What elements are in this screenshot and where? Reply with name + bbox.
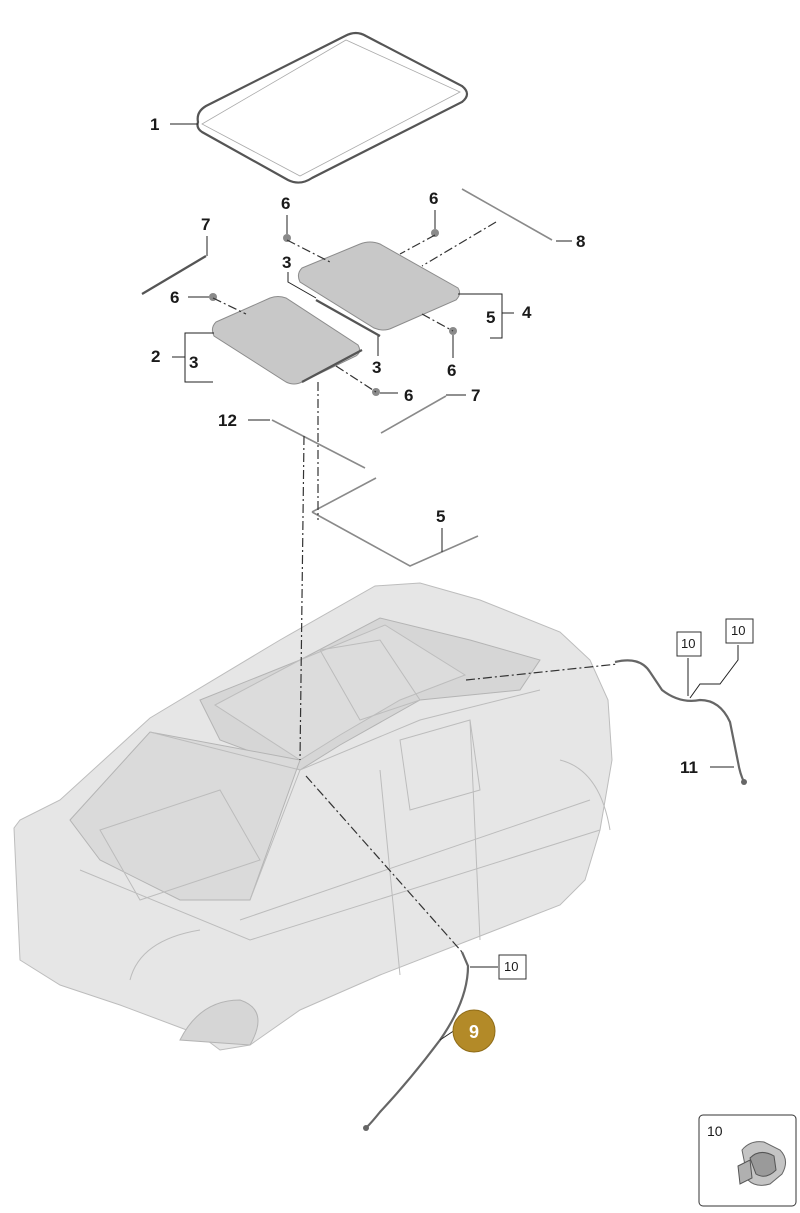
part-4-rear-glass-panel — [297, 241, 461, 331]
callout-11: 11 — [680, 758, 698, 777]
car-body-illustration — [13, 582, 613, 1051]
part-12-strip — [271, 419, 366, 469]
callout-3: 3 — [282, 253, 291, 272]
assembly-lines — [212, 221, 619, 953]
callout-7: 7 — [201, 215, 210, 234]
callout-12: 12 — [218, 411, 237, 430]
part-7-strip-right — [380, 395, 447, 434]
part-3-edge-strip-front — [301, 349, 363, 383]
callout-8: 8 — [576, 232, 585, 251]
part-5-frame-upper — [311, 477, 377, 513]
callout-6: 6 — [447, 361, 456, 380]
callout-6: 6 — [170, 288, 179, 307]
part-2-front-glass-panel — [211, 296, 361, 385]
part-3-edge-strip-rear — [315, 299, 381, 337]
callout-3: 3 — [372, 358, 381, 377]
part-9-drain-hose — [365, 951, 470, 1129]
callout-1: 1 — [150, 115, 159, 134]
clip-box-10-c: 10 — [498, 954, 527, 980]
callout-6: 6 — [404, 386, 413, 405]
callout-7: 7 — [471, 386, 480, 405]
callout-labels: 1 6 6 7 8 3 6 5 4 2 3 3 6 6 7 12 5 11 — [150, 115, 698, 777]
clip-legend-box: 10 — [698, 1114, 797, 1207]
callout-5: 5 — [486, 308, 495, 327]
callout-3: 3 — [189, 353, 198, 372]
clip-icon — [737, 1141, 786, 1186]
part-1-roof-seal — [196, 31, 469, 184]
callout-6: 6 — [429, 189, 438, 208]
callout-2: 2 — [151, 347, 160, 366]
part-5-frame — [311, 511, 479, 567]
callout-4: 4 — [522, 303, 532, 322]
leader-lines — [170, 123, 739, 1041]
svg-text:10: 10 — [731, 623, 745, 638]
svg-text:10: 10 — [681, 636, 695, 651]
part-7-strip-left — [141, 255, 207, 295]
clip-box-10-a: 10 — [676, 631, 702, 657]
part-8-strip — [461, 188, 553, 241]
highlighted-part-9: 9 — [452, 1009, 496, 1053]
part-6-screws — [209, 229, 457, 396]
svg-text:9: 9 — [469, 1022, 479, 1042]
callout-6: 6 — [281, 194, 290, 213]
svg-text:10: 10 — [504, 959, 518, 974]
svg-text:10: 10 — [707, 1123, 723, 1139]
part-11-drain-hose — [614, 659, 745, 783]
clip-box-10-b: 10 — [725, 618, 754, 644]
callout-5: 5 — [436, 507, 445, 526]
